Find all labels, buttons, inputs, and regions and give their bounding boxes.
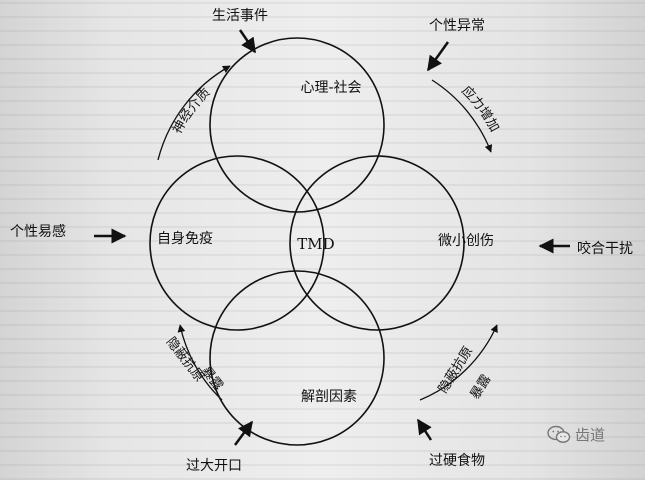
- circle-psychosocial: [209, 37, 385, 213]
- label-personality-susceptible: 个性易感: [10, 223, 66, 240]
- circle-microtrauma: [289, 155, 465, 331]
- label-excessive-opening: 过大开口: [186, 458, 242, 474]
- label-microtrauma: 微小创伤: [438, 233, 494, 249]
- arrow-life-events: [238, 29, 257, 54]
- watermark: 齿道: [547, 424, 605, 445]
- curved-arrow-bottom-right: [419, 324, 498, 401]
- label-autoimmune: 自身免疫: [157, 231, 213, 247]
- arc-label-hidden-antigen-right: 隐蔽抗原: [436, 344, 476, 396]
- arrow-personality-abnormal: [426, 41, 450, 72]
- label-hard-food: 过硬食物: [429, 452, 485, 469]
- curved-arrow-top-right: [431, 79, 493, 153]
- label-occlusal-interference: 咬合干扰: [577, 240, 633, 257]
- label-anatomical: 解剖因素: [301, 389, 357, 405]
- label-life-events: 生活事件: [212, 8, 268, 24]
- curved-arrow-top-left: [157, 65, 231, 161]
- watermark-text: 齿道: [575, 426, 606, 444]
- curved-arrow-bottom-left: [177, 324, 223, 401]
- circle-autoimmune: [149, 155, 325, 331]
- label-tmd-center: TMD: [297, 235, 334, 253]
- arrow-excessive-opening: [233, 420, 254, 446]
- wechat-icon: [547, 425, 571, 443]
- arc-label-neurotransmitter: 神经介质: [170, 85, 213, 136]
- label-personality-abnormal: 个性异常: [429, 18, 485, 34]
- circle-anatomical: [209, 270, 385, 446]
- label-psychosocial: 心理-社会: [300, 80, 361, 96]
- arrow-hard-food: [416, 418, 433, 441]
- arc-label-exposure-right: 暴露: [468, 372, 495, 402]
